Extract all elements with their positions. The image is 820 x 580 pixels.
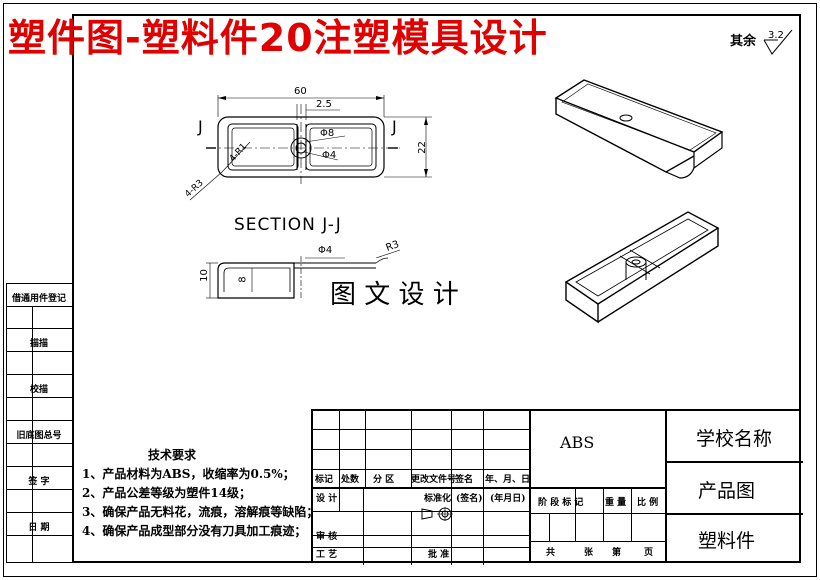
tech-requirements: 技术要求 1、产品材料为ABS，收缩率为0.5%； 2、产品公差等级为塑件14级…: [82, 446, 318, 541]
tb-scale: 比 例: [637, 498, 659, 508]
side-line: [6, 283, 72, 284]
tech-title: 技术要求: [148, 448, 197, 462]
section-title: SECTION J-J: [234, 215, 342, 235]
side-label-date: 日 期: [28, 523, 50, 533]
section-mark-left: J: [198, 117, 203, 136]
tb-stage-mark: 阶 段 标 记: [538, 498, 584, 508]
dim-width: 60: [294, 86, 307, 97]
side-line: [6, 512, 72, 513]
tb-date: (年月日): [490, 494, 526, 504]
tb-label-count: 处数: [341, 475, 360, 485]
side-line: [6, 489, 72, 490]
side-line: [6, 328, 72, 329]
tech-item: 4、确保产品成型部分没有刀具加工痕迹；: [82, 524, 307, 538]
watermark-text: 图 文 设 计: [330, 280, 459, 310]
tb-label-change-doc: 更改文件号: [411, 475, 457, 485]
side-label-check: 校描: [29, 385, 48, 395]
side-label-old-number: 旧底图总号: [16, 431, 62, 441]
title-block: [311, 409, 803, 565]
part-name: 塑料件: [698, 530, 756, 552]
tech-item: 1、产品材料为ABS，收缩率为0.5%；: [82, 467, 295, 481]
tb-process: 工 艺: [316, 550, 338, 560]
tb-label-zone: 分 区: [373, 475, 395, 485]
dim-phi4-section: Φ4: [318, 245, 333, 256]
side-line: [6, 374, 72, 375]
roughness-label: 其余: [730, 34, 757, 49]
tb-design: 设 计: [316, 494, 338, 504]
projection-symbol-icon: [421, 507, 453, 521]
tb-standard: 标准化: [424, 494, 452, 504]
side-line: [6, 562, 72, 563]
side-label-register: 借通用件登记: [11, 294, 66, 304]
tb-weight: 重 量: [605, 498, 627, 508]
tb-label-signature: 签名: [455, 475, 474, 485]
tb-label-date: 年、月、日: [485, 475, 531, 485]
tb-label-mark: 标记: [315, 475, 334, 485]
side-label-trace: 描描: [29, 339, 48, 349]
section-mark-right: J: [392, 117, 397, 136]
dim-phi4-top: Φ4: [322, 150, 337, 161]
drawing-type: 产品图: [698, 480, 756, 502]
tb-sign: (签名): [456, 494, 483, 504]
side-line: [6, 466, 72, 467]
side-line: [6, 535, 72, 536]
tech-item: 2、产品公差等级为塑件14级；: [82, 486, 252, 500]
dim-height: 22: [416, 141, 428, 154]
dim-phi8: Φ8: [320, 128, 335, 139]
tb-sheet-page: 页: [644, 548, 654, 558]
part-drawing: [189, 95, 432, 300]
dim-rib: 2.5: [316, 99, 332, 110]
drawing-frame: [72, 14, 801, 563]
side-line: [6, 443, 72, 444]
tb-review: 审 核: [316, 532, 338, 542]
tb-sheet-unit: 张: [584, 548, 594, 558]
side-vline: [6, 283, 7, 563]
roughness-value: 3.2: [768, 30, 784, 41]
isometric-views: [554, 79, 724, 324]
dim-10: 10: [198, 269, 210, 282]
tb-sheet-total: 共: [546, 548, 556, 558]
side-line: [6, 351, 72, 352]
tb-sheet-no: 第: [612, 548, 622, 558]
school-name: 学校名称: [696, 428, 773, 450]
dim-8: 8: [237, 276, 249, 283]
outer-border: [3, 3, 817, 577]
material-value: ABS: [560, 433, 595, 452]
tb-approve: 批 准: [428, 550, 450, 560]
side-line: [6, 397, 72, 398]
roughness-symbol-icon: [763, 29, 793, 55]
tech-item: 3、确保产品无料花，流痕，溶解痕等缺陷；: [82, 505, 319, 519]
banner-title: 塑件图-塑料件20注塑模具设计: [8, 16, 548, 60]
side-label-signature: 签 字: [28, 477, 50, 487]
side-line: [6, 306, 72, 307]
side-vline: [32, 306, 33, 563]
side-line: [6, 420, 72, 421]
